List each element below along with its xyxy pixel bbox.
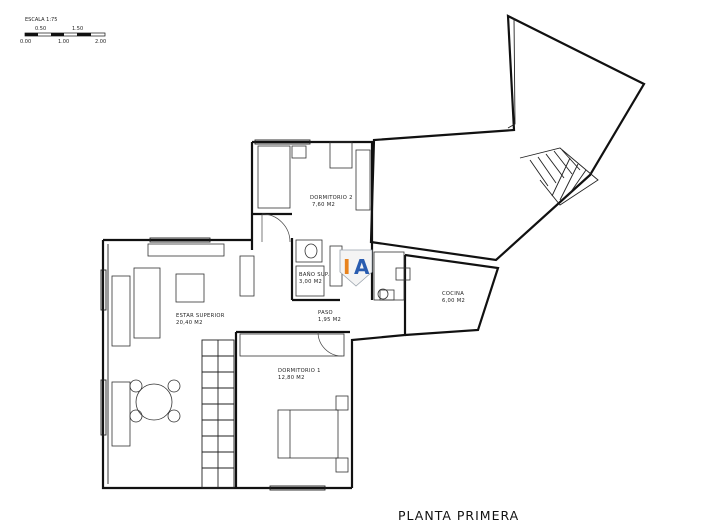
plan-title: PLANTA PRIMERA: [398, 508, 519, 523]
scale-tick-bottom-2: 1.00: [58, 39, 69, 45]
bedroom-2-furniture: [257, 141, 371, 243]
room-area-estar: 20,40 M2: [176, 320, 203, 326]
bathroom-furniture: [295, 239, 343, 297]
building-walls: [101, 140, 500, 490]
room-name-dormitorio-2: DORMITORIO 2: [310, 195, 353, 201]
room-area-dormitorio-1: 12,80 M2: [278, 375, 305, 381]
windows: [100, 139, 326, 491]
logo-letter-i: I: [343, 255, 350, 279]
interior-stair: [201, 339, 235, 489]
logo-letter-a: A: [354, 255, 370, 279]
scale-bar: ESCALA 1:75 0.50 1.50 0.00 1.00 2.00: [20, 17, 106, 45]
scale-tick-bottom-3: 2.00: [95, 39, 106, 45]
bedroom-1-furniture: [239, 331, 349, 473]
room-area-cocina: 6,00 M2: [442, 298, 465, 304]
scale-tick-top-2: 1.50: [72, 26, 83, 32]
room-area-dormitorio-2: 7,60 M2: [312, 202, 335, 208]
ia-logo: I A: [339, 249, 373, 287]
room-area-paso: 1,95 M2: [318, 317, 341, 323]
room-name-cocina: COCINA: [442, 291, 464, 297]
room-name-paso: PASO: [318, 310, 333, 316]
room-name-bano: BAÑO SUP.: [299, 271, 330, 278]
scale-title: ESCALA 1:75: [25, 17, 57, 23]
scale-tick-bottom-1: 0.00: [20, 39, 31, 45]
room-area-bano: 3,00 M2: [299, 279, 322, 285]
kitchen-furniture: [373, 251, 411, 301]
scale-tick-top-1: 0.50: [35, 26, 46, 32]
room-name-estar: ESTAR SUPERIOR: [176, 313, 225, 319]
living-furniture: [111, 243, 255, 447]
room-name-dormitorio-1: DORMITORIO 1: [278, 368, 321, 374]
room-labels: DORMITORIO 2 7,60 M2 BAÑO SUP. 3,00 M2 C…: [176, 195, 465, 381]
terrace-outline: [369, 14, 646, 262]
